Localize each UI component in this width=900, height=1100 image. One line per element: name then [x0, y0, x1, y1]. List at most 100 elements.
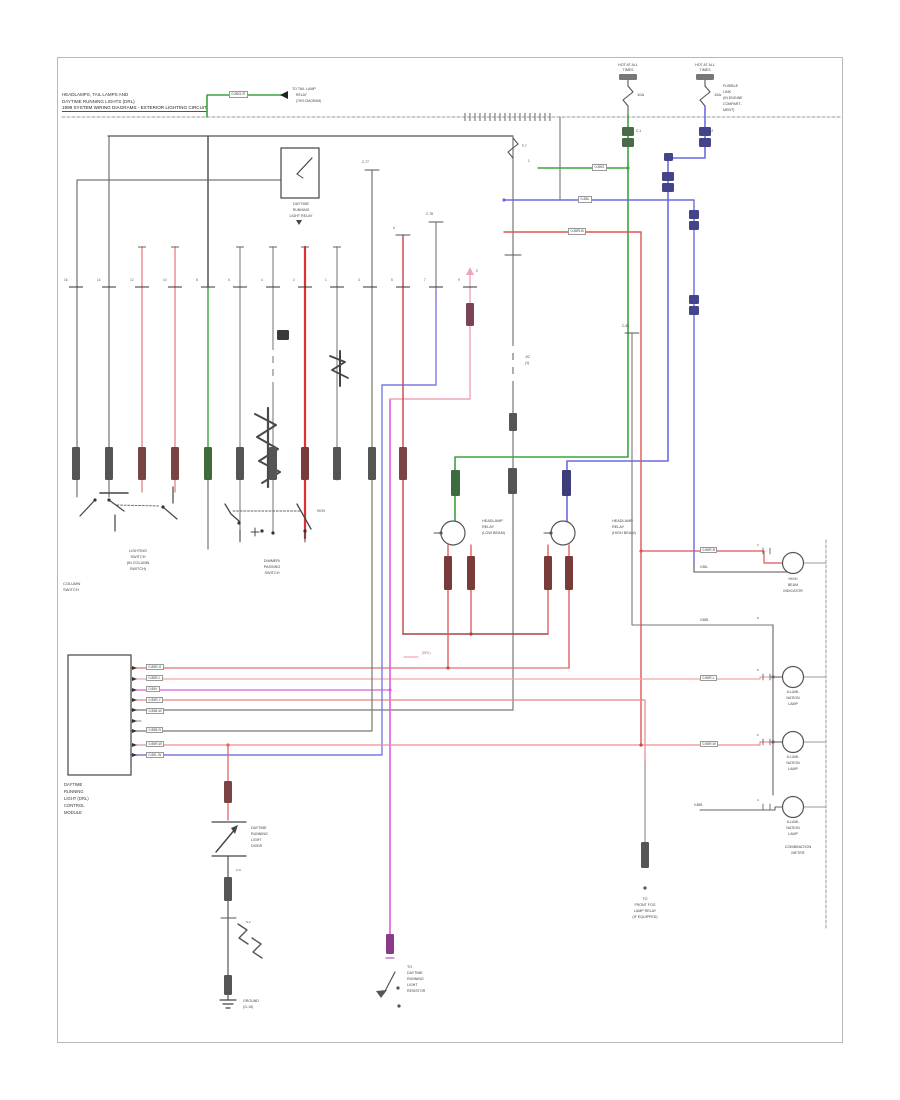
junction-dot [226, 743, 230, 747]
junction-dot [303, 529, 307, 533]
diagram-text-label: COLUMN [63, 581, 81, 586]
switch1-arm2 [108, 499, 125, 512]
diagram-text-label: 0.85L-W [146, 752, 164, 759]
diagram-text-label: 0.85B [700, 618, 709, 622]
diagram-text-label: SWITCH [63, 587, 79, 592]
diagram-text-label: RESISTOR [407, 989, 426, 993]
module-pin-chevron [132, 708, 137, 712]
diagram-text-label: 3 [358, 278, 360, 282]
illumination-lamp-2 [781, 730, 805, 754]
relaybox-glyph [296, 220, 302, 225]
junction-dot [161, 505, 165, 509]
diagram-text-label: RUNNING [292, 208, 310, 212]
diagram-text-label: 2 [757, 543, 759, 547]
diagram-text-label: COMPART- [723, 102, 742, 106]
diagram-text-label: (LOW BEAM) [482, 531, 505, 535]
switch2-arm [296, 503, 312, 530]
diagram-text-label: 10 [163, 278, 167, 282]
diagram-text-label: ILLUMI- [786, 690, 800, 694]
connector-block [333, 447, 341, 480]
diagram-text-label: DIODE [251, 844, 263, 848]
diode-arrowhead [231, 825, 238, 834]
diagram-text-label: 0.85R-B [568, 228, 587, 235]
connector-block [699, 127, 711, 136]
junction-dot [396, 986, 400, 990]
dash-gap [510, 360, 516, 367]
diagram-text-label: NATION [786, 826, 800, 830]
diagram-text-label: SWITCH [130, 555, 146, 559]
diagram-text-label: J/C [525, 355, 531, 359]
junction-dot [237, 521, 241, 525]
diagram-text-label: 0.85R-W [146, 741, 165, 748]
diagram-text-label: HIGH [317, 509, 325, 513]
connector-block [689, 221, 699, 230]
diagram-text-label: 14 [97, 278, 101, 282]
junction-dot [643, 886, 647, 890]
module-pin-chevron [132, 719, 137, 723]
diagram-text-label: RUNNING [64, 789, 84, 794]
connector-block [689, 210, 699, 219]
diagram-text-label: 6 [228, 278, 230, 282]
diode-diagonal [215, 827, 237, 853]
switch2-arc [224, 503, 240, 522]
diagram-text-label: HEADLAMP [482, 519, 503, 523]
diagram-text-label: RELAY [482, 525, 495, 529]
fusebox-cap [696, 74, 714, 80]
diagram-text-label: (DRL) [422, 651, 431, 655]
connector-block [301, 447, 309, 480]
connector-block [236, 447, 244, 480]
diagram-text-label: LAMP RELAY [633, 909, 657, 913]
diagram-text-label: MODULE [64, 810, 82, 815]
diagram-text-label: RUNNING [407, 977, 424, 981]
ecu-pin9 [130, 289, 437, 756]
green-jumper [206, 94, 284, 118]
illumination-lamp-1 [781, 665, 805, 689]
relaybox-flag [296, 157, 313, 175]
offpage-arrow-down [376, 990, 387, 998]
connector-block [622, 127, 634, 136]
diagram-text-label: 6 [757, 733, 759, 737]
diagram-text-label: RUNNING [251, 832, 268, 836]
ecu-pin2 [130, 676, 783, 680]
diagram-text-label: ILLUMI- [786, 820, 800, 824]
diagram-text-label: TIMES [622, 68, 634, 72]
connector-block [224, 781, 232, 803]
diagram-text-label: LINK [723, 90, 731, 94]
diagram-text-label: (G-15) [243, 1005, 254, 1009]
connector-block [662, 172, 674, 181]
diagram-text-label: 0.85V [146, 686, 160, 693]
diagram-text-label: HEADLAMP [612, 519, 633, 523]
connector-block [544, 556, 552, 590]
diagram-text-label: LIGHTING [129, 549, 147, 553]
diagram-text-label: 12 [130, 278, 134, 282]
dash-gap [510, 346, 516, 353]
diagram-text-label: 0.85R-B [700, 547, 718, 554]
diagram-text-label: 9 [458, 278, 460, 282]
connector-block [386, 934, 394, 954]
dash-gap [510, 374, 516, 381]
switch1-arm3 [162, 506, 178, 520]
lamp4-feed [699, 806, 783, 811]
headlamp-relay-high [550, 520, 576, 546]
connector-block [72, 447, 80, 480]
diagram-text-label: DAYTIME [407, 971, 423, 975]
connector-block [664, 153, 673, 161]
diagram-text-label: 7 [424, 278, 426, 282]
diagram-text-label: METER [791, 851, 805, 855]
diagram-text-label: S-2 [246, 920, 251, 924]
connector-block [451, 470, 460, 496]
diagram-text-label: 1 [528, 159, 530, 163]
diagram-text-label: 10A [637, 92, 645, 97]
component-zigzag-large [254, 413, 281, 484]
diagram-text-label: SWITCH) [129, 567, 147, 571]
diagram-text-label: LAMP [788, 832, 798, 836]
junction-dot [639, 549, 643, 553]
diagram-text-label: PASSING [263, 565, 281, 569]
offpage-arrow-left [280, 91, 288, 99]
junction-fuse [507, 137, 519, 159]
connector-block [466, 303, 474, 326]
diagram-text-label: 2 [293, 278, 295, 282]
diagram-text-label: C-78 [426, 212, 433, 216]
diagram-text-label: 5 [391, 278, 393, 282]
connector-block [508, 468, 517, 494]
